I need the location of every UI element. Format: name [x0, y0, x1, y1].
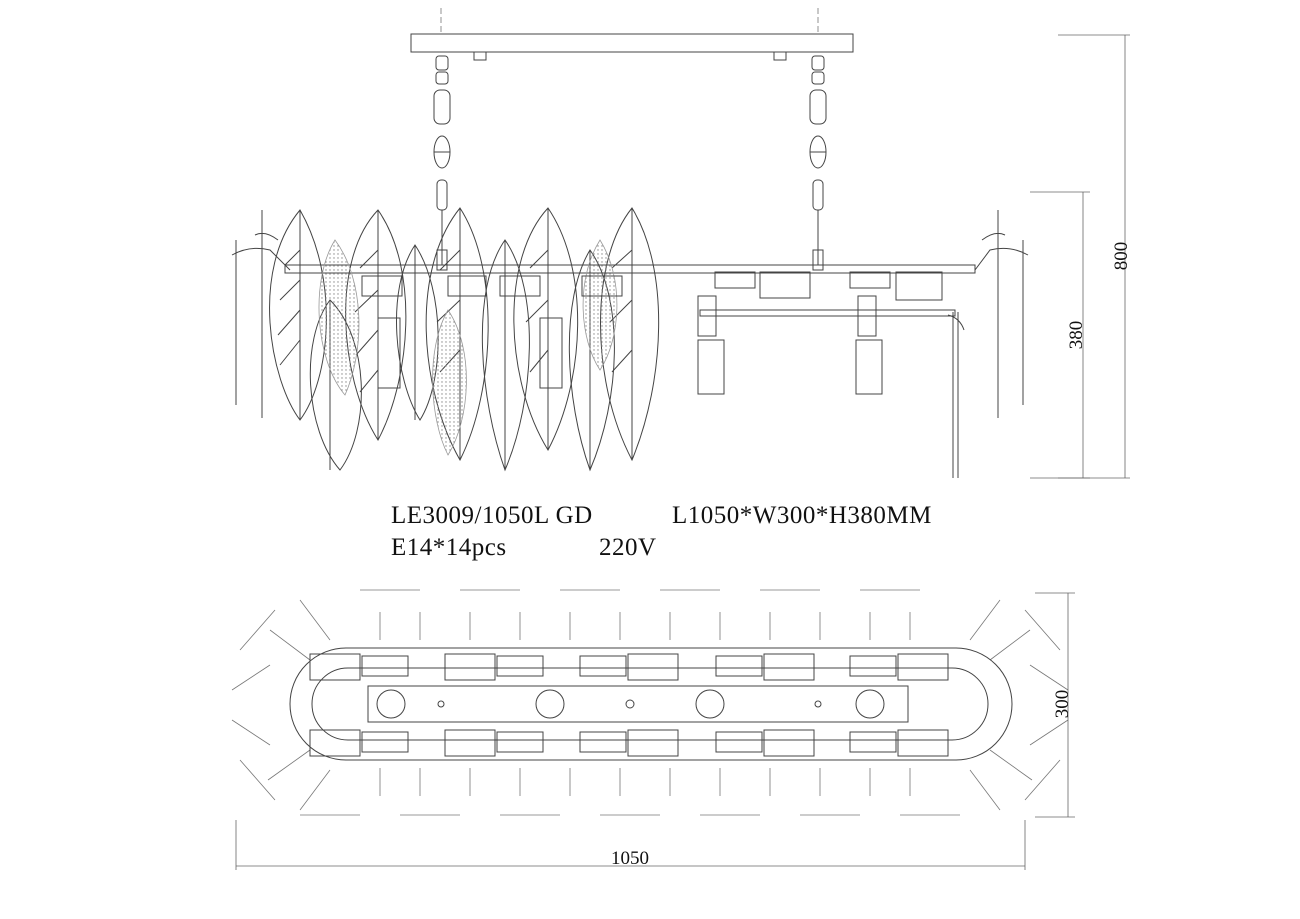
bulb-spec: E14*14pcs	[391, 534, 507, 561]
front-elevation	[231, 8, 1029, 478]
top-view	[231, 589, 1069, 816]
voltage-spec: 220V	[599, 534, 657, 561]
model-number: LE3009/1050L GD	[391, 502, 593, 529]
dimension-total-height: 800	[1058, 34, 1132, 479]
ceiling-canopy	[410, 33, 854, 53]
overall-size: L1050*W300*H380MM	[672, 502, 932, 529]
center-plate	[367, 685, 909, 723]
dim-width-label: 300	[1052, 690, 1073, 719]
top-frame-outer	[289, 647, 1013, 761]
dim-total-height-label: 800	[1111, 242, 1132, 271]
top-frame-inner	[311, 667, 989, 741]
crystal-leaves	[269, 207, 660, 472]
frame-bar-lower	[699, 309, 956, 317]
dimension-length: 1050	[235, 820, 1026, 870]
dimension-width: 300	[1035, 592, 1075, 818]
right-chain	[809, 55, 827, 271]
front-bulbs	[361, 271, 943, 395]
dim-length-label: 1050	[611, 848, 649, 869]
frame-bar-top	[284, 264, 976, 274]
dimension-body-height: 380	[1030, 191, 1090, 479]
top-view-bulbs	[309, 653, 949, 757]
dim-body-height-label: 380	[1066, 321, 1087, 350]
